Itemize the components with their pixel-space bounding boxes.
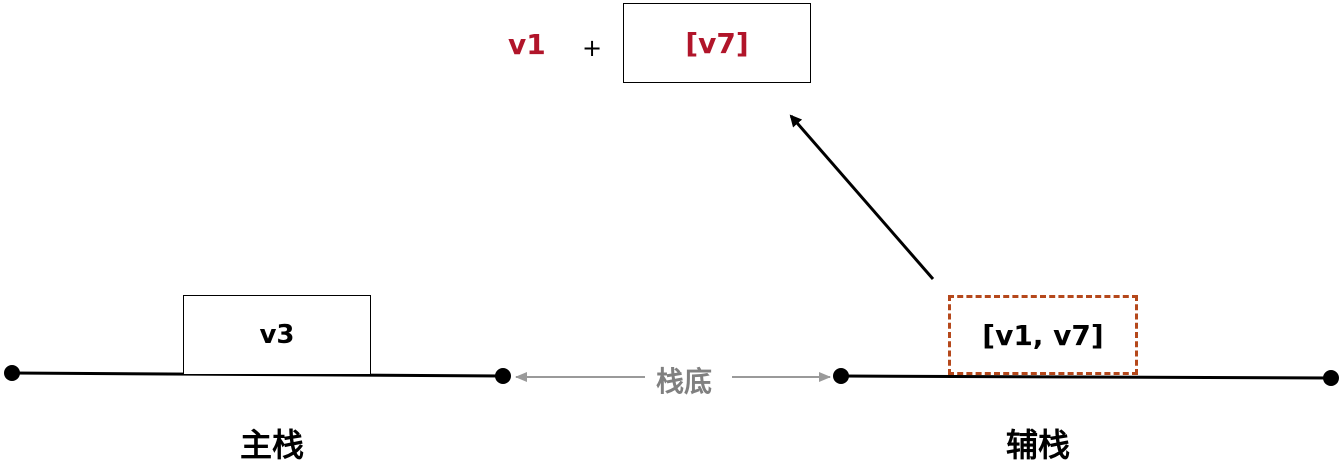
stack-bottom-label: 栈底 (656, 365, 713, 398)
plus-sign: + (582, 34, 603, 62)
main-stack-item-box: v3 (183, 295, 371, 375)
main-stack-left-endpoint (4, 365, 20, 381)
main-stack-item-text: v3 (259, 320, 295, 350)
aux-stack-left-endpoint (833, 368, 849, 384)
popped-value-label: v1 (508, 28, 546, 61)
aux-stack-item-text: [v1, v7] (982, 318, 1104, 352)
aux-stack-label: 辅栈 (1006, 426, 1071, 464)
aux-stack-item-box: [v1, v7] (948, 295, 1138, 375)
aux-stack-right-endpoint (1323, 370, 1339, 386)
result-box: [v7] (623, 3, 811, 83)
main-stack-right-endpoint (495, 368, 511, 384)
pop-arrow (789, 114, 935, 280)
main-stack-label: 主栈 (240, 426, 305, 464)
aux-stack-baseline (840, 374, 1332, 380)
result-box-text: [v7] (685, 26, 749, 60)
